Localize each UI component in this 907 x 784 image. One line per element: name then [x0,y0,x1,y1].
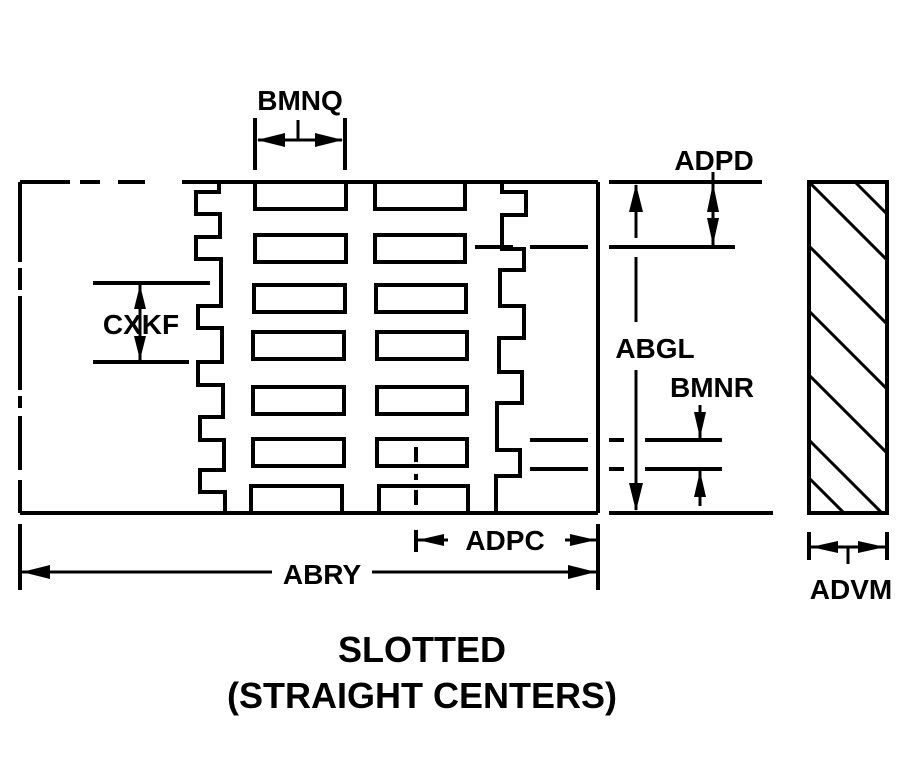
label-bmnr: BMNR [670,372,754,403]
label-adpc: ADPC [465,525,544,556]
section-hatching [810,182,886,513]
left-stepped-edge [194,182,227,513]
title-line-2: (STRAIGHT CENTERS) [227,675,617,716]
right-stepped-edge [494,182,528,513]
title-line-1: SLOTTED [338,629,506,670]
plate-outline [18,180,600,515]
label-advm: ADVM [810,574,892,605]
slot-column-right [373,180,470,513]
side-view-section [807,180,889,515]
extension-lines [475,180,773,515]
dimension-abry [18,524,600,590]
dimension-bmnq [253,118,347,170]
label-bmnq: BMNQ [257,85,343,116]
label-adpd: ADPD [674,145,753,176]
label-abgl: ABGL [615,333,694,364]
label-cxkf: CXKF [103,309,179,340]
slot-column-left [249,180,348,513]
label-abry: ABRY [283,559,362,590]
